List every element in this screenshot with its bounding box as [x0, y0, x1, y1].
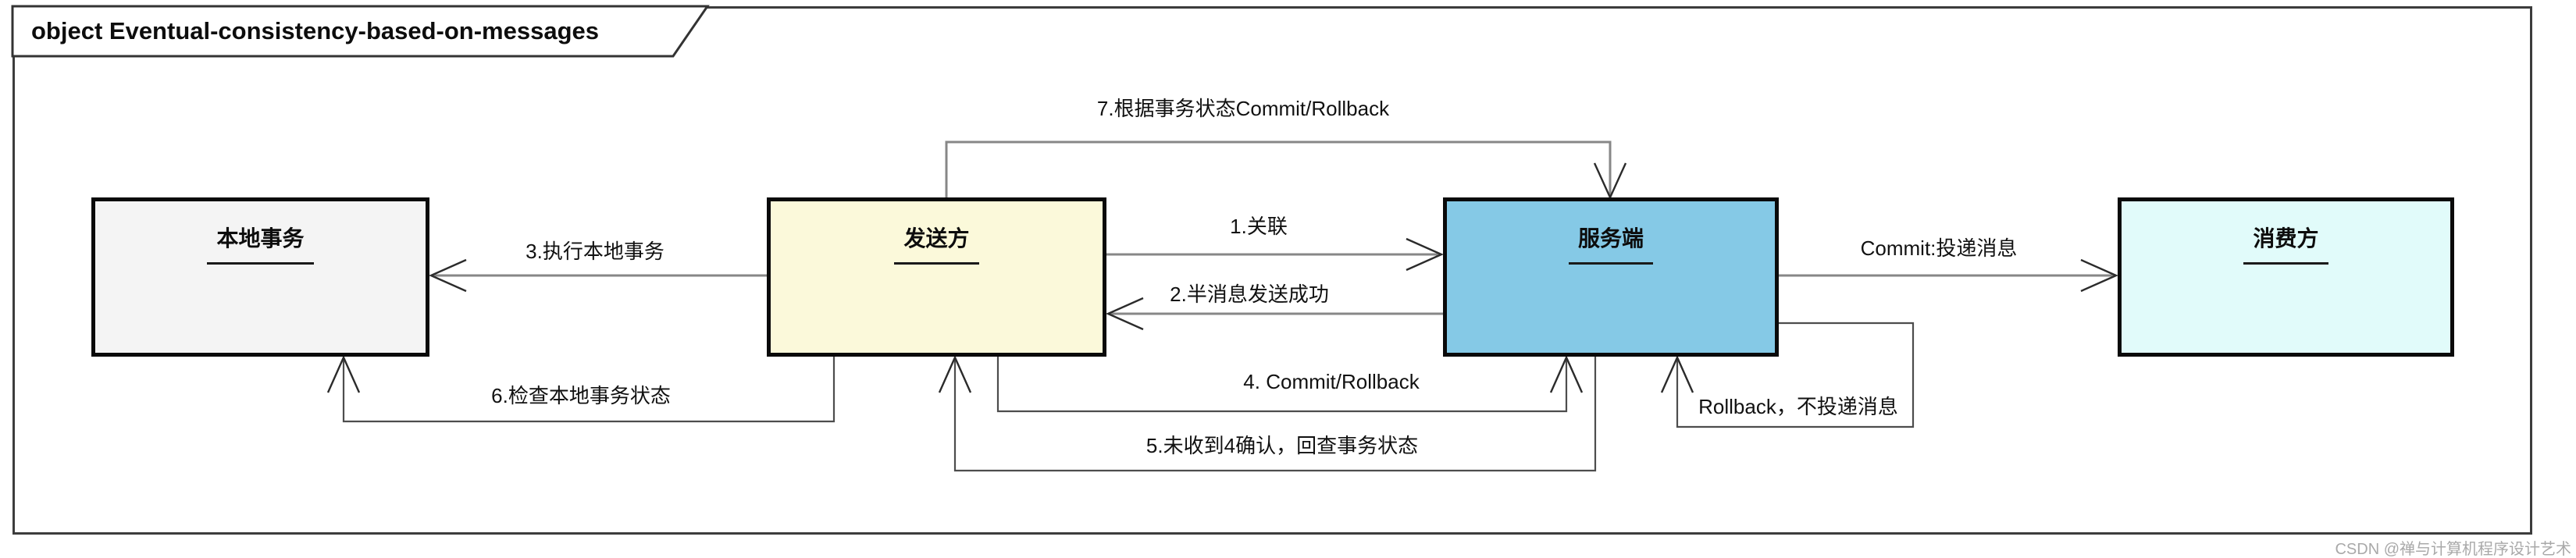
node-consumer-label: 消费方 [2243, 222, 2328, 265]
edge-2-label: 2.半消息发送成功 [1170, 283, 1329, 306]
node-server-label: 服务端 [1568, 222, 1653, 265]
edge-rollback-label: Rollback，不投递消息 [1698, 395, 1898, 418]
node-consumer: 消费方 [2118, 197, 2454, 357]
edge-1-label: 1.关联 [1230, 215, 1288, 238]
csdn-watermark: CSDN @禅与计算机程序设计艺术 [2335, 541, 2571, 558]
node-local-transaction: 本地事务 [91, 197, 429, 357]
edge-7-label: 7.根据事务状态Commit/Rollback [1096, 97, 1390, 120]
edge-5-label: 5.未收到4确认，回查事务状态 [1145, 434, 1419, 457]
node-local-transaction-label: 本地事务 [207, 222, 314, 265]
edge-commit-label: Commit:投递消息 [1860, 236, 2018, 260]
node-sender-label: 发送方 [894, 222, 979, 265]
edge-4-label: 4. Commit/Rollback [1243, 370, 1420, 393]
frame-title: object Eventual-consistency-based-on-mes… [31, 17, 600, 44]
node-server: 服务端 [1443, 197, 1779, 357]
edge-3-label: 3.执行本地事务 [526, 240, 664, 263]
edge-6-label: 6.检查本地事务状态 [491, 384, 671, 407]
node-sender: 发送方 [767, 197, 1106, 357]
